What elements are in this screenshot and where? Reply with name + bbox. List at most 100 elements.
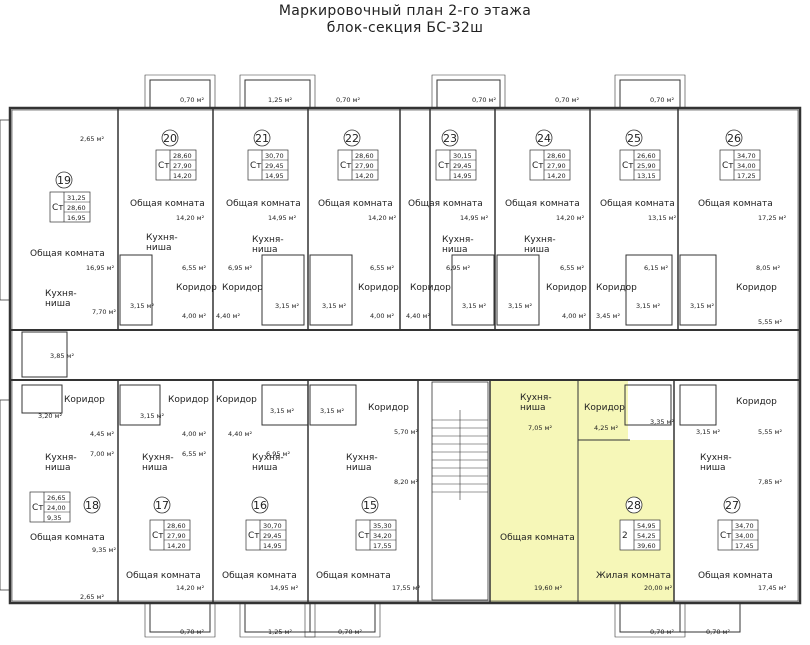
apartment-area-value: 26,60 <box>637 152 656 160</box>
area-tag: 3,15 м² <box>508 302 532 310</box>
apartment-type: Ст <box>250 161 262 171</box>
apartment-number: 28 <box>627 499 641 512</box>
apartment-type: Ст <box>438 161 450 171</box>
area-tag: 3,15 м² <box>696 428 720 436</box>
apartment-number: 22 <box>345 132 359 145</box>
area-tag: 7,00 м² <box>90 450 114 458</box>
apartment-area-value: 27,90 <box>547 162 566 170</box>
room-label: Общая комната <box>505 199 580 209</box>
apartment-numbers: 19 20 21 22 23 24 25 26 18 17 16 15 28 2… <box>57 132 741 512</box>
area-tag: 3,15 м² <box>690 302 714 310</box>
room-label: Общая комната <box>222 571 297 581</box>
apartment-area-value: 24,00 <box>47 504 66 512</box>
area-tag: 1,25 м² <box>268 96 292 104</box>
apartment-type: Ст <box>532 161 544 171</box>
apartment-area-value: 30,15 <box>453 152 472 160</box>
area-tag: 8,20 м² <box>394 478 418 486</box>
area-tag: 17,45 м² <box>758 584 787 592</box>
apartment-type: 2 <box>622 531 628 541</box>
room-label: Коридор <box>410 283 451 293</box>
area-tag: 7,05 м² <box>528 424 552 432</box>
apartment-area-value: 27,90 <box>355 162 374 170</box>
apartment-number: 15 <box>363 499 377 512</box>
area-tag: 0,70 м² <box>180 628 204 636</box>
apartment-area-value: 34,00 <box>737 162 756 170</box>
room-label: ниша <box>442 245 467 255</box>
area-tag: 3,15 м² <box>322 302 346 310</box>
area-stamp-frame <box>619 519 661 551</box>
area-stamp-frame <box>337 149 379 181</box>
room-label: Кухня- <box>252 235 284 245</box>
room-label: Кухня- <box>146 233 178 243</box>
room-label: Общая комната <box>318 199 393 209</box>
area-tag: 6,15 м² <box>644 264 668 272</box>
room-label: Кухня- <box>442 235 474 245</box>
apartment-area-value: 14,95 <box>265 172 284 180</box>
room-label: Общая комната <box>316 571 391 581</box>
room-label: Общая комната <box>126 571 201 581</box>
room-label: Кухня- <box>524 235 556 245</box>
area-stamps: Ст31,2528,6016,95Ст28,6027,9014,20Ст30,7… <box>29 149 761 551</box>
apartment-area-value: 14,95 <box>263 542 282 550</box>
room-label: ниша <box>346 463 371 473</box>
room-label: Кухня- <box>142 453 174 463</box>
apartment-area-value: 27,90 <box>173 162 192 170</box>
room-label: Коридор <box>596 283 637 293</box>
apartment-number: 18 <box>85 499 99 512</box>
area-tag: 3,20 м² <box>38 412 62 420</box>
apartment-number: 25 <box>627 132 641 145</box>
room-label: Коридор <box>584 403 625 413</box>
area-tag: 2,65 м² <box>80 135 104 143</box>
room-label: Коридор <box>358 283 399 293</box>
room-labels: Общая комната Общая комната Общая комнат… <box>30 199 777 581</box>
apartment-area-value: 14,20 <box>167 542 186 550</box>
apartment-type: Ст <box>722 161 734 171</box>
room-label: Кухня- <box>520 393 552 403</box>
area-tag: 3,15 м² <box>270 407 294 415</box>
area-tag: 14,20 м² <box>176 214 205 222</box>
area-tag: 0,70 м² <box>650 96 674 104</box>
apartment-area-value: 29,45 <box>263 532 282 540</box>
apartment-type: Ст <box>248 531 260 541</box>
room-label: Кухня- <box>346 453 378 463</box>
apartment-area-value: 28,60 <box>67 204 86 212</box>
area-tag: 5,70 м² <box>394 428 418 436</box>
apartment-type: Ст <box>52 203 64 213</box>
area-tags: 0,70 м² 1,25 м² 0,70 м² 0,70 м² 0,70 м² … <box>38 96 787 636</box>
area-tag: 3,15 м² <box>275 302 299 310</box>
area-tag: 0,70 м² <box>180 96 204 104</box>
apartment-number: 27 <box>725 499 739 512</box>
plan-title-line2: блок-секция БС-32ш <box>326 20 484 36</box>
apartment-type: Ст <box>152 531 164 541</box>
apartment-type: Ст <box>358 531 370 541</box>
room-label: Общая комната <box>130 199 205 209</box>
apartment-area-value: 54,95 <box>637 522 656 530</box>
room-label: ниша <box>45 299 70 309</box>
area-stamp-frame <box>355 519 397 551</box>
area-tag: 4,00 м² <box>182 312 206 320</box>
apartment-area-value: 39,60 <box>637 542 656 550</box>
apartment-area-value: 29,45 <box>265 162 284 170</box>
area-stamp-frame <box>49 191 91 223</box>
apartment-area-value: 14,20 <box>173 172 192 180</box>
apartment-area-value: 9,35 <box>47 514 61 522</box>
walls <box>0 74 802 638</box>
room-label: Общая комната <box>226 199 301 209</box>
area-tag: 3,15 м² <box>462 302 486 310</box>
room-label: ниша <box>142 463 167 473</box>
apartment-area-value: 26,65 <box>47 494 66 502</box>
apartment-circles <box>55 129 743 514</box>
room-label: Общая комната <box>698 571 773 581</box>
apartment-number: 26 <box>727 132 741 145</box>
room-label: Коридор <box>176 283 217 293</box>
area-tag: 4,00 м² <box>182 430 206 438</box>
area-stamp-frame <box>149 519 191 551</box>
room-label: Кухня- <box>252 453 284 463</box>
area-tag: 6,55 м² <box>182 264 206 272</box>
apartment-area-value: 34,00 <box>735 532 754 540</box>
area-tag: 13,15 м² <box>648 214 677 222</box>
